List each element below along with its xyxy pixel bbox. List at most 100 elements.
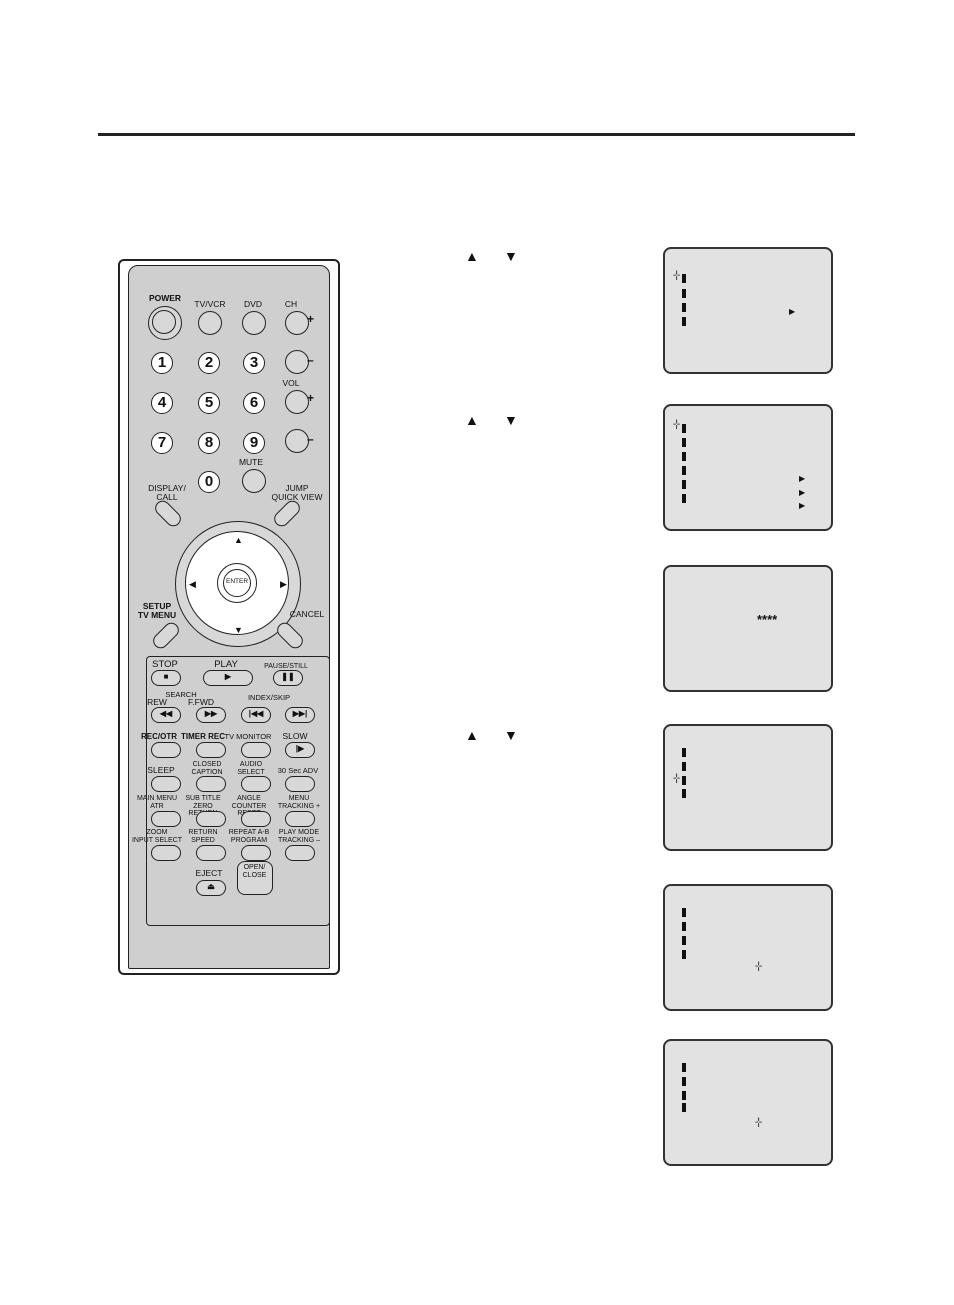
sleep-label: SLEEP [147, 765, 175, 775]
step4-down-arrow-icon: ▼ [504, 727, 518, 743]
ffwd-button[interactable]: ▶▶ [196, 707, 226, 723]
vol-minus-sign: – [307, 432, 314, 446]
timer-rec-button[interactable] [196, 742, 226, 758]
audio-select-label: AUDIO SELECT [237, 761, 265, 776]
dvd-button[interactable] [242, 311, 266, 335]
direction-pad-inner: ENTER [185, 531, 289, 635]
ch-plus-sign: + [307, 312, 315, 326]
jump-quick-view-button[interactable] [271, 497, 303, 530]
play-button[interactable]: ▶ [203, 670, 253, 686]
repeat-program-label: REPEAT A-B PROGRAM [228, 829, 270, 844]
cancel-button[interactable] [274, 619, 306, 652]
vol-down-button[interactable] [285, 429, 309, 453]
remote-control-illustration: POWER TV/VCR DVD CH + – 1 2 3 4 5 6 VOL … [118, 259, 340, 975]
digit-2-button[interactable]: 2 [198, 352, 220, 374]
audio-select-button[interactable] [241, 776, 271, 792]
ch-down-button[interactable] [285, 350, 309, 374]
ch-minus-sign: – [307, 353, 314, 367]
30-sec-adv-label: 30 Sec ADV [277, 766, 319, 775]
rec-otr-label: REC/OTR [141, 732, 177, 741]
header-rule [98, 133, 855, 136]
blinking-cursor-icon: -¦- [755, 1117, 762, 1128]
slow-button[interactable]: |▶ [285, 742, 315, 758]
rew-button[interactable]: ◀◀ [151, 707, 181, 723]
mute-label: MUTE [238, 457, 264, 467]
pin-mask: **** [757, 612, 778, 627]
repeat-button[interactable] [241, 845, 271, 861]
display-call-label: DISPLAY/ CALL [148, 483, 186, 502]
angle-button[interactable] [241, 811, 271, 827]
timer-rec-label: TIMER REC [181, 732, 225, 741]
digit-9-button[interactable]: 9 [243, 432, 265, 454]
setup-tv-menu-label: SETUP TV MENU [137, 601, 177, 620]
step2-up-arrow-icon: ▲ [465, 412, 479, 428]
skip-back-button[interactable]: |◀◀ [241, 707, 271, 723]
tv-monitor-button[interactable] [241, 742, 271, 758]
eject-button[interactable]: ⏏ [196, 880, 226, 896]
submenu-arrow-icon: ▶ [799, 488, 806, 497]
sub-title-button[interactable] [196, 811, 226, 827]
zoom-input-select-label: ZOOM INPUT SELECT [131, 829, 183, 844]
closed-caption-button[interactable] [196, 776, 226, 792]
tv-screen-5: -¦- [663, 884, 833, 1011]
sleep-button[interactable] [151, 776, 181, 792]
tv-screen-4: -¦- [663, 724, 833, 851]
enter-button[interactable]: ENTER [223, 569, 251, 597]
right-arrow-icon[interactable]: ▶ [280, 579, 287, 589]
stop-button[interactable]: ■ [151, 670, 181, 686]
setup-button[interactable] [150, 619, 182, 652]
up-arrow-icon[interactable]: ▲ [234, 535, 243, 545]
digit-6-button[interactable]: 6 [243, 392, 265, 414]
slow-label: SLOW [282, 731, 308, 741]
step2-down-arrow-icon: ▼ [504, 412, 518, 428]
mute-button[interactable] [242, 469, 266, 493]
return-button[interactable] [196, 845, 226, 861]
ffwd-label: F.FWD [188, 697, 214, 707]
open-close-button[interactable]: OPEN/ CLOSE [237, 861, 273, 895]
power-button[interactable] [148, 306, 182, 340]
main-menu-atr-label: MAIN MENU ATR [136, 795, 178, 810]
digit-0-button[interactable]: 0 [198, 471, 220, 493]
tv-screen-1: -¦- ▶ [663, 247, 833, 374]
return-speed-label: RETURN SPEED [188, 829, 218, 844]
30-sec-adv-button[interactable] [285, 776, 315, 792]
step1-up-arrow-icon: ▲ [465, 248, 479, 264]
display-call-button[interactable] [152, 497, 184, 530]
jump-quick-view-label: JUMP QUICK VIEW [271, 483, 323, 502]
tv-screen-2: -¦- ▶ ▶ ▶ [663, 404, 833, 531]
digit-8-button[interactable]: 8 [198, 432, 220, 454]
skip-forward-button[interactable]: ▶▶| [285, 707, 315, 723]
digit-3-button[interactable]: 3 [243, 352, 265, 374]
main-menu-button[interactable] [151, 811, 181, 827]
blinking-cursor-icon: -¦- [673, 270, 680, 281]
index-skip-label: INDEX/SKIP [247, 693, 291, 702]
ch-up-button[interactable] [285, 311, 309, 335]
menu-tracking-plus-label: MENU TRACKING + [277, 795, 321, 810]
left-arrow-icon[interactable]: ◀ [189, 579, 196, 589]
menu-tracking-button[interactable] [285, 811, 315, 827]
digit-4-button[interactable]: 4 [151, 392, 173, 414]
digit-7-button[interactable]: 7 [151, 432, 173, 454]
submenu-arrow-icon: ▶ [799, 474, 806, 483]
tv-screen-6: -¦- [663, 1039, 833, 1166]
pause-still-label: PAUSE/STILL [264, 663, 308, 670]
tv-vcr-label: TV/VCR [194, 299, 226, 309]
zoom-button[interactable] [151, 845, 181, 861]
tv-vcr-button[interactable] [198, 311, 222, 335]
play-mode-button[interactable] [285, 845, 315, 861]
ch-label: CH [284, 299, 298, 309]
rec-otr-button[interactable] [151, 742, 181, 758]
pause-still-button[interactable]: ❚❚ [273, 670, 303, 686]
tv-screen-3: **** [663, 565, 833, 692]
step4-up-arrow-icon: ▲ [465, 727, 479, 743]
search-label: SEARCH [165, 690, 197, 699]
open-close-label: OPEN/ CLOSE [242, 864, 267, 879]
submenu-arrow-icon: ▶ [799, 501, 806, 510]
digit-5-button[interactable]: 5 [198, 392, 220, 414]
vol-label: VOL [282, 378, 300, 388]
vol-up-button[interactable] [285, 390, 309, 414]
down-arrow-icon[interactable]: ▼ [234, 625, 243, 635]
vol-plus-sign: + [307, 391, 315, 405]
digit-1-button[interactable]: 1 [151, 352, 173, 374]
power-label: POWER [148, 293, 182, 303]
